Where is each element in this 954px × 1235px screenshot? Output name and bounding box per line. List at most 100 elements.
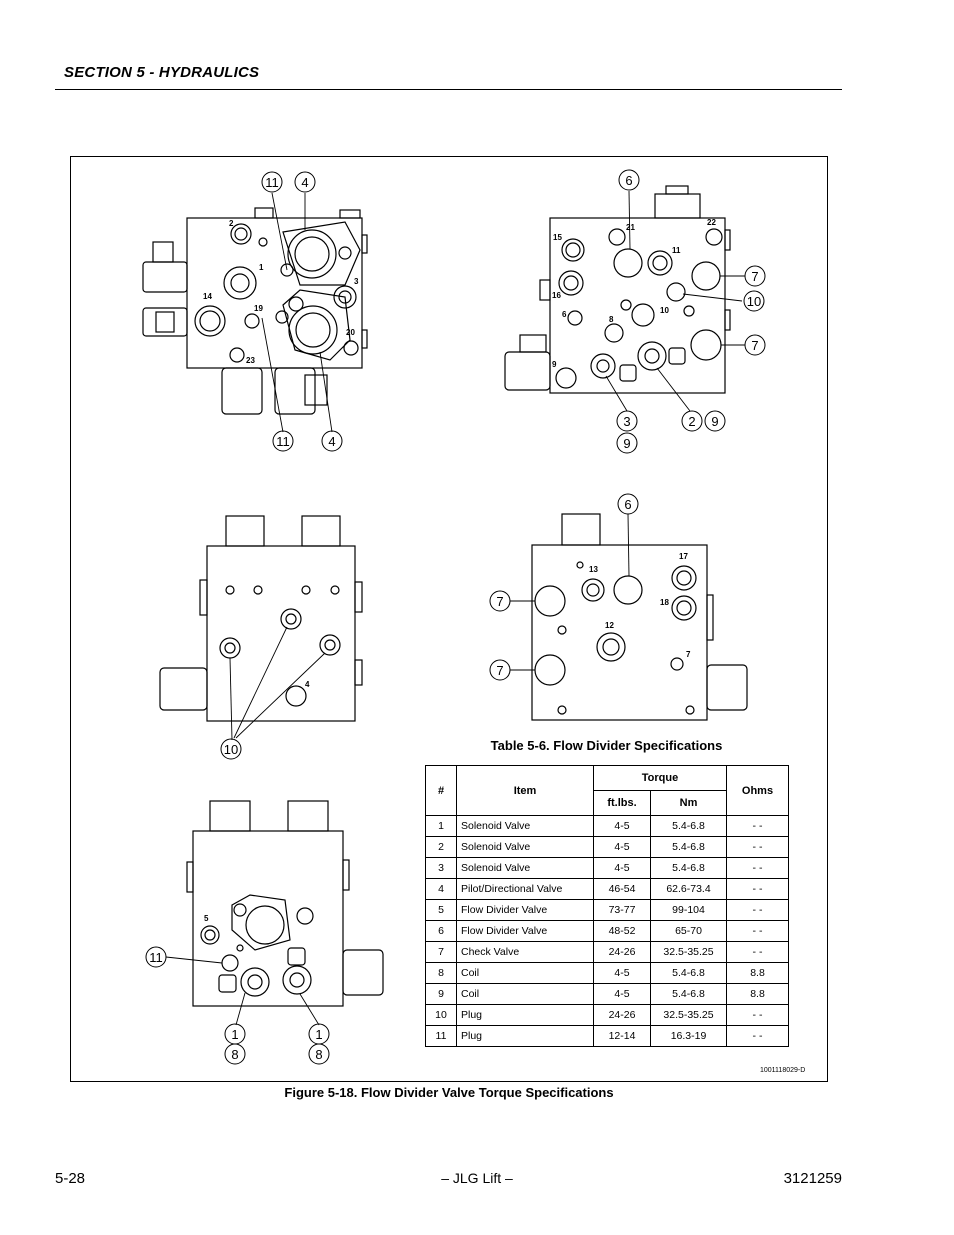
port-mark-6: 6	[562, 310, 567, 319]
port-mark-22: 22	[707, 218, 716, 227]
cell-ftlbs: 48-52	[593, 920, 651, 942]
cell-num: 11	[425, 1025, 457, 1047]
cell-num: 5	[425, 899, 457, 921]
cell-nm: 16.3-19	[650, 1025, 727, 1047]
cell-ohms: - -	[726, 1025, 789, 1047]
port-mark-19: 19	[254, 304, 263, 313]
port-mark-1: 1	[259, 263, 264, 272]
port-mark-15: 15	[553, 233, 562, 242]
callout-6-b: 6	[624, 497, 631, 512]
callout-3: 3	[623, 414, 630, 429]
callout-11-a: 11	[265, 175, 279, 190]
cell-num: 2	[425, 836, 457, 858]
header-num: #	[425, 765, 457, 816]
cell-ohms: - -	[726, 836, 789, 858]
cell-ftlbs: 24-26	[593, 941, 651, 963]
callout-8-b: 8	[315, 1047, 322, 1062]
cell-num: 4	[425, 878, 457, 900]
callout-4-b: 4	[328, 434, 335, 449]
figure-frame	[70, 156, 828, 1082]
callout-6-a: 6	[625, 173, 632, 188]
port-mark-3: 3	[354, 277, 359, 286]
cell-item: Coil	[456, 983, 594, 1005]
cell-nm: 5.4-6.8	[650, 836, 727, 858]
port-mark-13: 13	[589, 565, 598, 574]
cell-item: Solenoid Valve	[456, 836, 594, 858]
cell-ohms: - -	[726, 941, 789, 963]
cell-num: 10	[425, 1004, 457, 1026]
callout-8-a: 8	[231, 1047, 238, 1062]
header-item: Item	[456, 765, 594, 816]
cell-ftlbs: 4-5	[593, 815, 651, 837]
cell-nm: 99-104	[650, 899, 727, 921]
cell-nm: 5.4-6.8	[650, 983, 727, 1005]
cell-item: Flow Divider Valve	[456, 920, 594, 942]
cell-nm: 32.5-35.25	[650, 941, 727, 963]
cell-item: Solenoid Valve	[456, 815, 594, 837]
cell-ftlbs: 73-77	[593, 899, 651, 921]
callout-7-d: 7	[496, 663, 503, 678]
cell-ohms: - -	[726, 815, 789, 837]
callout-9-b: 9	[711, 414, 718, 429]
section-header: SECTION 5 - HYDRAULICS	[64, 64, 260, 81]
cell-ohms: 8.8	[726, 983, 789, 1005]
port-mark-23: 23	[246, 356, 255, 365]
callout-7-a: 7	[751, 269, 758, 284]
view-top-right	[504, 185, 731, 394]
leader-lines	[165, 190, 745, 1026]
header-ftlbs: ft.lbs.	[593, 790, 651, 816]
cell-num: 1	[425, 815, 457, 837]
port-mark-11: 11	[672, 246, 681, 255]
port-mark-20: 20	[346, 328, 355, 337]
drawing-code: 1001118029-D	[760, 1067, 806, 1074]
cell-ohms: - -	[726, 920, 789, 942]
cell-item: Check Valve	[456, 941, 594, 963]
page-number: 5-28	[55, 1170, 86, 1187]
port-mark-18: 18	[660, 598, 669, 607]
port-mark-10: 10	[660, 306, 669, 315]
cell-ohms: - -	[726, 857, 789, 879]
header-rule	[55, 89, 842, 90]
footer-center: – JLG Lift –	[441, 1170, 513, 1186]
callout-2: 2	[688, 414, 695, 429]
port-mark-7: 7	[686, 650, 691, 659]
callout-circles	[145, 169, 766, 1065]
view-middle-left	[159, 515, 363, 722]
callout-11-b: 11	[276, 434, 290, 449]
cell-nm: 65-70	[650, 920, 727, 942]
callout-7-b: 7	[751, 338, 758, 353]
view-middle-right	[531, 513, 748, 721]
cell-ftlbs: 4-5	[593, 962, 651, 984]
cell-ftlbs: 4-5	[593, 857, 651, 879]
cell-num: 6	[425, 920, 457, 942]
figure-caption: Figure 5-18. Flow Divider Valve Torque S…	[284, 1085, 614, 1100]
view-bottom-left	[186, 800, 384, 1007]
port-mark-17: 17	[679, 552, 688, 561]
cell-nm: 5.4-6.8	[650, 962, 727, 984]
cell-item: Flow Divider Valve	[456, 899, 594, 921]
cell-nm: 5.4-6.8	[650, 815, 727, 837]
port-mark-12: 12	[605, 621, 614, 630]
header-torque: Torque	[593, 765, 727, 791]
cell-num: 9	[425, 983, 457, 1005]
callout-1-b: 1	[315, 1027, 322, 1042]
cell-ftlbs: 12-14	[593, 1025, 651, 1047]
callout-10-b: 10	[224, 742, 238, 757]
callout-4-a: 4	[301, 175, 308, 190]
cell-item: Plug	[456, 1025, 594, 1047]
cell-ftlbs: 46-54	[593, 878, 651, 900]
port-mark-14: 14	[203, 292, 212, 301]
port-mark-21: 21	[626, 223, 635, 232]
doc-number: 3121259	[783, 1170, 842, 1187]
callout-10-a: 10	[747, 294, 761, 309]
